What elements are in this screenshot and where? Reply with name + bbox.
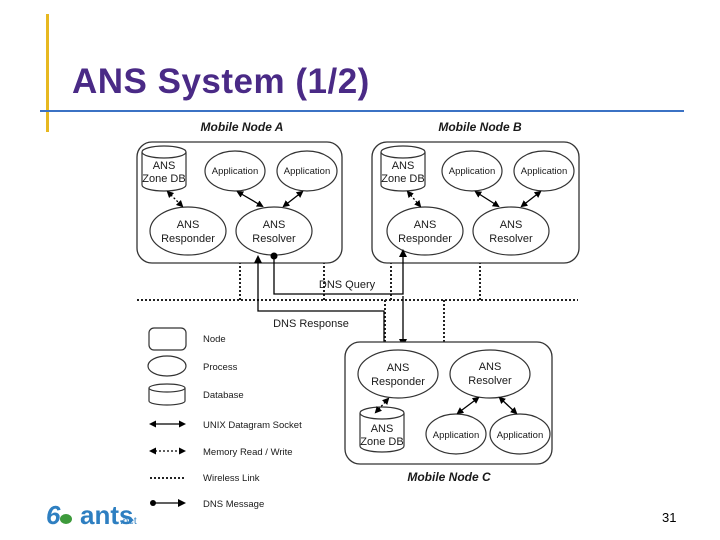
application-text: Application (284, 166, 330, 177)
zone-db-text-1: ANS (392, 160, 415, 172)
legend: Node Process Database UNIX Datagram Sock… (147, 327, 302, 510)
responder-text-1: ANS (387, 362, 410, 374)
logo-ants: ants (80, 500, 134, 530)
zone-db-text-2: Zone DB (360, 436, 403, 448)
resolver-text-2: Resolver (468, 375, 512, 387)
node-b-application-1 (441, 150, 503, 192)
title-accent-bar (46, 14, 49, 132)
application-text: Application (433, 430, 479, 441)
node-c-responder (357, 349, 439, 399)
resolver-text-2: Resolver (252, 233, 296, 245)
legend-database-label: Database (203, 390, 244, 401)
legend-unix-socket-label: UNIX Datagram Socket (203, 420, 302, 431)
node-c-application-2 (489, 413, 551, 455)
application-text: Application (497, 430, 543, 441)
resolver-text-1: ANS (263, 219, 286, 231)
responder-text-2: Responder (161, 233, 215, 245)
legend-database-symbol (148, 388, 186, 406)
zone-db-text-1: ANS (371, 423, 394, 435)
node-a-label: Mobile Node A (201, 120, 284, 134)
node-a-responder (149, 206, 227, 256)
node-c-label: Mobile Node C (407, 470, 491, 484)
node-a-socket-arrow-1 (236, 190, 264, 208)
node-c-memory-rw-arrow (374, 397, 390, 414)
node-c-zone-db: ANS Zone DB (359, 406, 405, 453)
zone-db-text-2: Zone DB (142, 173, 185, 185)
6ants-logo: 6 ants .net (46, 500, 137, 534)
ant-icon (60, 514, 72, 524)
logo-six: 6 (46, 500, 61, 530)
legend-dns-message-label: DNS Message (203, 499, 264, 510)
page-number: 31 (662, 510, 677, 525)
node-c-socket-arrow-2 (498, 396, 518, 415)
node-a-zone-db: ANS Zone DB (141, 145, 187, 192)
dns-response-label: DNS Response (273, 318, 349, 330)
legend-process-label: Process (203, 362, 238, 373)
node-c-application-1 (425, 413, 487, 455)
node-b-memory-rw-arrow (406, 190, 422, 208)
resolver-text-2: Resolver (489, 233, 533, 245)
node-b-resolver (472, 206, 550, 256)
node-b-label: Mobile Node B (438, 120, 522, 134)
node-c-socket-arrow-1 (456, 396, 480, 415)
slide-title: ANS System (1/2) (72, 62, 370, 101)
logo-net: .net (120, 516, 137, 527)
dns-query-arrow (273, 249, 407, 295)
node-a-resolver (235, 206, 313, 256)
node-b-socket-arrow-2 (520, 190, 542, 208)
dns-response-arrow (254, 255, 385, 353)
zone-db-text-2: Zone DB (381, 173, 424, 185)
responder-text-1: ANS (414, 219, 437, 231)
node-b-application-2 (513, 150, 575, 192)
legend-process-symbol (147, 355, 187, 377)
node-a-memory-rw-arrow (166, 190, 184, 208)
node-b-zone-db: ANS Zone DB (380, 145, 426, 192)
zone-db-text-1: ANS (153, 160, 176, 172)
responder-text-2: Responder (371, 376, 425, 388)
node-a-application-1 (204, 150, 266, 192)
application-text: Application (449, 166, 495, 177)
node-b-socket-arrow-1 (474, 190, 500, 208)
legend-node-label: Node (203, 334, 226, 345)
legend-wireless-label: Wireless Link (203, 473, 260, 484)
node-b-responder (386, 206, 464, 256)
node-c-resolver (449, 349, 531, 399)
legend-database-top (148, 383, 186, 393)
dns-query-label: DNS Query (319, 279, 376, 291)
title-underline (40, 110, 684, 112)
node-a-application-2 (276, 150, 338, 192)
resolver-text-1: ANS (479, 361, 502, 373)
node-a-socket-arrow-2 (282, 190, 304, 208)
legend-memory-rw-label: Memory Read / Write (203, 447, 293, 458)
resolver-text-1: ANS (500, 219, 523, 231)
responder-text-1: ANS (177, 219, 200, 231)
application-text: Application (521, 166, 567, 177)
legend-node-symbol (148, 327, 187, 351)
application-text: Application (212, 166, 258, 177)
responder-text-2: Responder (398, 233, 452, 245)
